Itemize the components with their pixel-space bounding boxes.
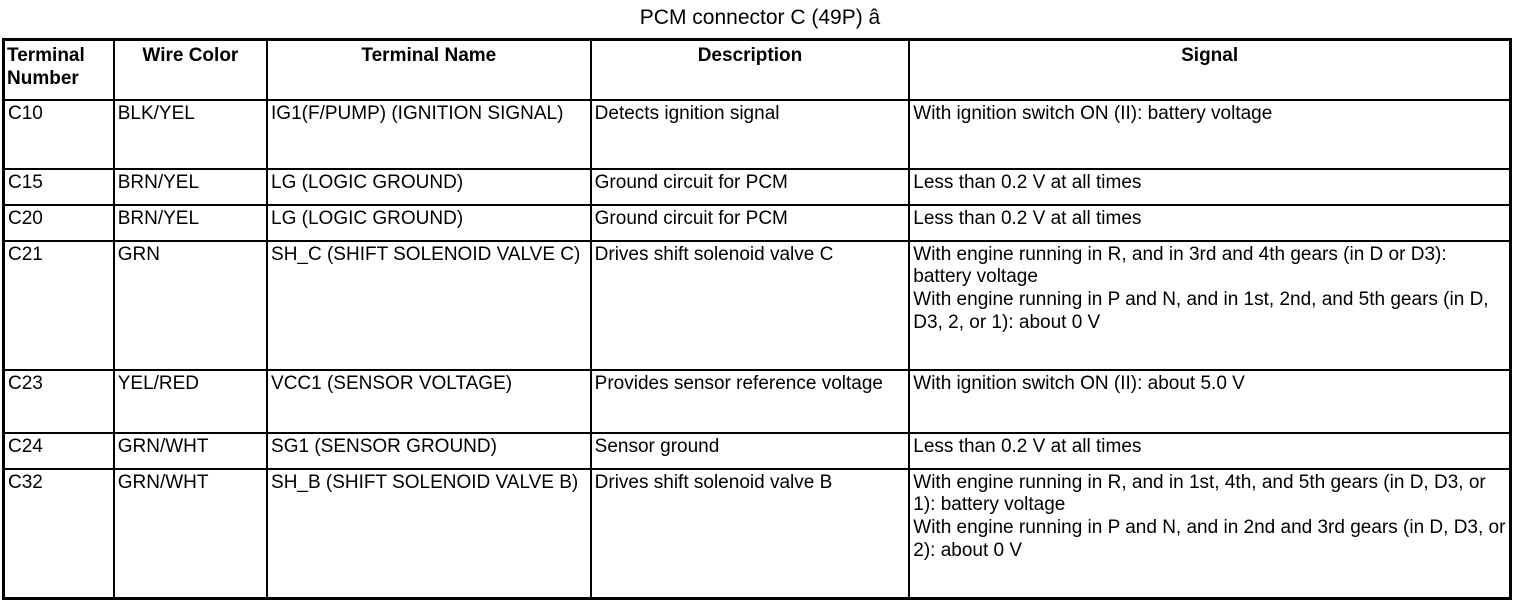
cell-signal: With ignition switch ON (II): battery vo… xyxy=(908,98,1512,170)
cell-wire-color: BRN/YEL xyxy=(112,167,269,206)
cell-signal: Less than 0.2 V at all times xyxy=(908,203,1512,242)
cell-terminal-name: SH_C (SHIFT SOLENOID VALVE C) xyxy=(266,239,592,371)
cell-signal: With engine running in R, and in 1st, 4t… xyxy=(908,467,1512,600)
cell-terminal-number: C24 xyxy=(2,431,115,470)
cell-description: Detects ignition signal xyxy=(589,98,911,170)
cell-terminal-number: C10 xyxy=(2,98,115,170)
cell-description: Ground circuit for PCM xyxy=(589,167,911,206)
page-title: PCM connector C (49P) â xyxy=(639,6,881,29)
cell-terminal-name: IG1(F/PUMP) (IGNITION SIGNAL) xyxy=(266,98,592,170)
cell-terminal-name: VCC1 (SENSOR VOLTAGE) xyxy=(266,368,592,434)
cell-wire-color: GRN/WHT xyxy=(112,467,269,600)
cell-terminal-number: C21 xyxy=(2,239,115,371)
cell-description: Sensor ground xyxy=(589,431,911,470)
cell-description: Drives shift solenoid valve C xyxy=(589,239,911,371)
cell-wire-color: BRN/YEL xyxy=(112,203,269,242)
cell-signal: Less than 0.2 V at all times xyxy=(908,167,1512,206)
cell-wire-color: GRN/WHT xyxy=(112,431,269,470)
cell-terminal-name: SH_B (SHIFT SOLENOID VALVE B) xyxy=(266,467,592,600)
header-terminal-number: Terminal Number xyxy=(2,38,115,101)
table-header: Terminal Number Wire Color Terminal Name… xyxy=(2,38,1512,101)
cell-description: Drives shift solenoid valve B xyxy=(589,467,911,600)
cell-signal: With ignition switch ON (II): about 5.0 … xyxy=(908,368,1512,434)
header-terminal-name: Terminal Name xyxy=(266,38,592,101)
cell-wire-color: GRN xyxy=(112,239,269,371)
pcm-connector-table: Terminal Number Wire Color Terminal Name… xyxy=(2,38,1512,600)
cell-signal: Less than 0.2 V at all times xyxy=(908,431,1512,470)
cell-terminal-name: LG (LOGIC GROUND) xyxy=(266,203,592,242)
header-row: Terminal Number Wire Color Terminal Name… xyxy=(2,38,1512,101)
cell-wire-color: YEL/RED xyxy=(112,368,269,434)
cell-terminal-number: C15 xyxy=(2,167,115,206)
cell-description: Provides sensor reference voltage xyxy=(589,368,911,434)
cell-terminal-number: C32 xyxy=(2,467,115,600)
cell-wire-color: BLK/YEL xyxy=(112,98,269,170)
header-description: Description xyxy=(589,38,911,101)
header-signal: Signal xyxy=(908,38,1512,101)
cell-terminal-name: SG1 (SENSOR GROUND) xyxy=(266,431,592,470)
header-wire-color: Wire Color xyxy=(112,38,269,101)
cell-terminal-number: C20 xyxy=(2,203,115,242)
cell-description: Ground circuit for PCM xyxy=(589,203,911,242)
cell-terminal-number: C23 xyxy=(2,368,115,434)
cell-terminal-name: LG (LOGIC GROUND) xyxy=(266,167,592,206)
cell-signal: With engine running in R, and in 3rd and… xyxy=(908,239,1512,371)
